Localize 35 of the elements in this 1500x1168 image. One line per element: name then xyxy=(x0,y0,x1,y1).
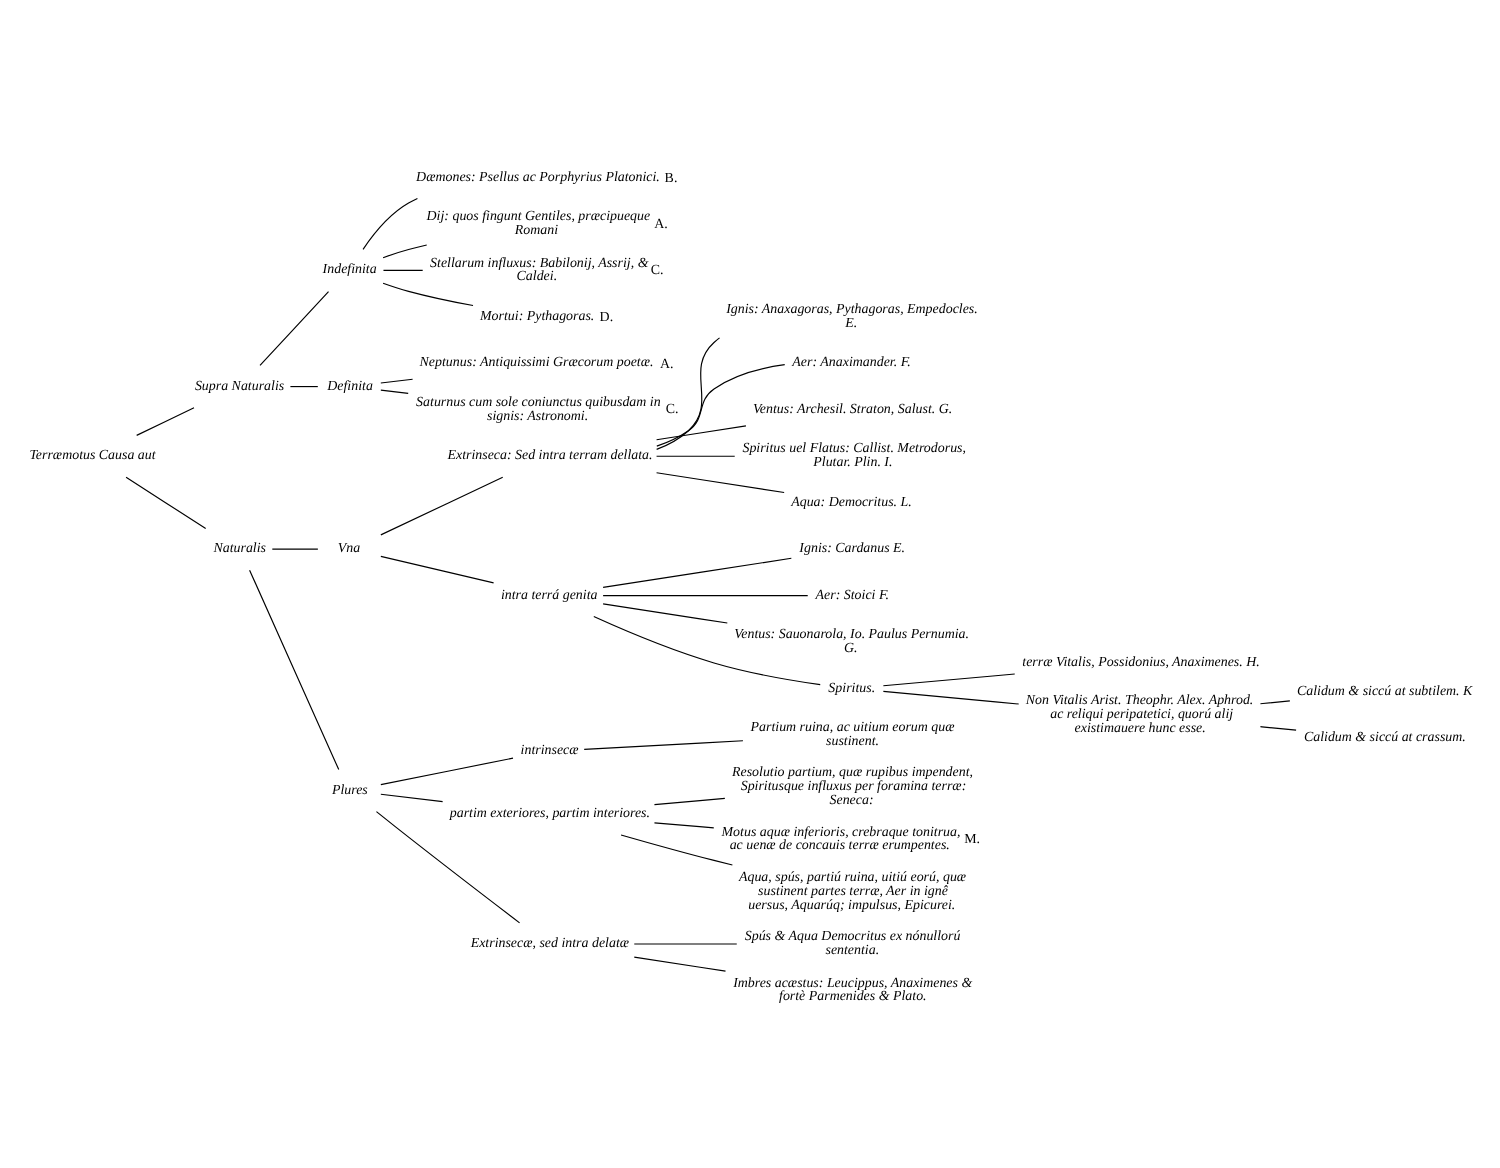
connector xyxy=(602,557,792,588)
connector xyxy=(653,797,726,806)
connector xyxy=(656,337,721,450)
connector xyxy=(633,956,727,972)
connector xyxy=(259,291,330,366)
connector xyxy=(125,476,207,530)
connector xyxy=(602,603,728,624)
connector xyxy=(882,673,1016,687)
connector xyxy=(620,834,733,866)
connector xyxy=(655,472,785,494)
connector xyxy=(289,386,319,388)
connector xyxy=(380,793,444,803)
connector xyxy=(653,822,715,829)
connector xyxy=(882,690,1020,705)
connector xyxy=(1259,726,1297,731)
connector xyxy=(1259,700,1291,705)
connector xyxy=(380,757,514,786)
connector xyxy=(382,282,474,307)
connector xyxy=(602,595,809,597)
connector xyxy=(380,555,495,584)
connector xyxy=(136,407,195,436)
connector xyxy=(271,548,319,550)
connector xyxy=(375,811,521,924)
connector xyxy=(593,616,821,686)
connector xyxy=(380,476,504,536)
connector xyxy=(655,425,747,441)
connector xyxy=(380,378,414,384)
connector xyxy=(382,244,428,259)
connector xyxy=(249,569,340,771)
connector xyxy=(380,389,409,394)
connector xyxy=(382,269,424,272)
connector xyxy=(583,740,744,750)
connector xyxy=(362,197,418,250)
connector xyxy=(655,455,736,457)
connector xyxy=(656,364,786,447)
